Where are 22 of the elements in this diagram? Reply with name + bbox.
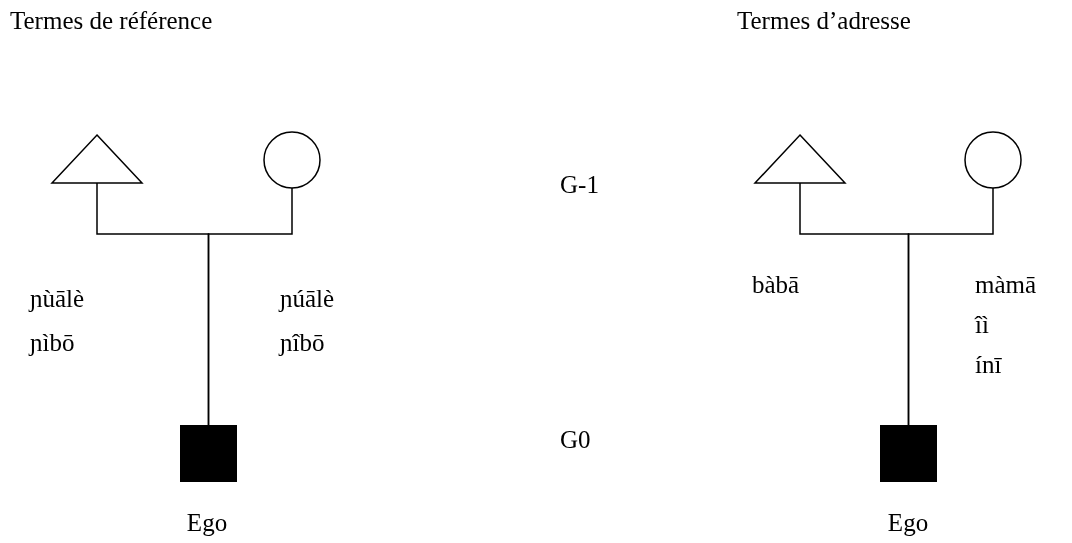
ego-square bbox=[180, 425, 237, 482]
column-heading: Termes de référence bbox=[10, 8, 213, 33]
male-triangle bbox=[52, 135, 142, 183]
person-label: Ego bbox=[186, 510, 228, 535]
kin-term: ínī bbox=[975, 352, 1002, 377]
kinship-line bbox=[907, 187, 994, 426]
column-heading: Termes d’adresse bbox=[737, 8, 911, 33]
kinship-line bbox=[207, 187, 293, 426]
generation-label: G-1 bbox=[560, 172, 599, 197]
kin-term: bàbā bbox=[752, 272, 800, 297]
kin-term: ɲìbō bbox=[30, 330, 75, 355]
male-triangle bbox=[755, 135, 845, 183]
ego-square bbox=[880, 425, 937, 482]
kin-term: ɲîbō bbox=[280, 330, 325, 355]
female-circle bbox=[965, 132, 1021, 188]
kin-term: màmā bbox=[975, 272, 1037, 297]
person-label: Ego bbox=[887, 510, 929, 535]
kin-term: îì bbox=[975, 312, 989, 337]
female-circle bbox=[264, 132, 320, 188]
kin-term: ɲùālè bbox=[30, 286, 85, 311]
kin-term: ɲúālè bbox=[280, 286, 335, 311]
generation-label: G0 bbox=[560, 427, 591, 452]
